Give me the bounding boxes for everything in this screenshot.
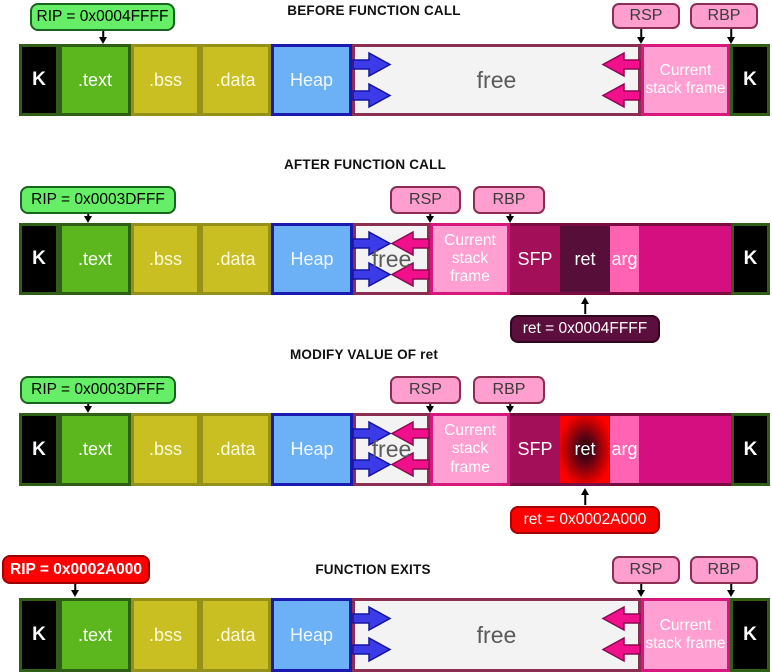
heap-grow-arrow-icon bbox=[352, 636, 392, 663]
segment-arg: arg bbox=[610, 413, 639, 486]
rbp-pointer-arrow bbox=[725, 29, 737, 44]
rsp-label: RSP bbox=[612, 3, 680, 29]
stack-grow-arrow-icon bbox=[390, 261, 430, 288]
segment-data: .data bbox=[200, 598, 271, 672]
memory-bar-exit: K .text .bss .data Heap free Current sta… bbox=[19, 598, 770, 672]
heap-grow-arrow-icon bbox=[352, 261, 392, 288]
segment-sfp: SFP bbox=[510, 223, 560, 295]
rbp-label: RBP bbox=[690, 556, 758, 584]
section-title-function-exits: FUNCTION EXITS bbox=[315, 562, 431, 577]
segment-kernel-left: K bbox=[19, 44, 59, 116]
segment-stack-frame: Current stack frame bbox=[641, 44, 730, 116]
segment-bss: .bss bbox=[131, 598, 200, 672]
segment-stack-frame: Current stack frame bbox=[641, 598, 730, 672]
segment-data: .data bbox=[200, 44, 271, 116]
segment-data: .data bbox=[200, 413, 271, 486]
heap-grow-arrow-icon bbox=[352, 51, 392, 78]
segment-text: .text bbox=[59, 413, 131, 486]
stack-grow-arrow-icon bbox=[390, 451, 430, 478]
rbp-pointer-arrow bbox=[725, 584, 737, 597]
section-title-modify-ret: MODIFY VALUE OF ret bbox=[289, 347, 439, 362]
segment-stack-frame: Current stack frame bbox=[430, 223, 510, 295]
segment-sfp: SFP bbox=[510, 413, 560, 486]
heap-grow-arrow-icon bbox=[352, 420, 392, 447]
rsp-pointer-arrow bbox=[635, 584, 647, 597]
segment-text: .text bbox=[59, 44, 131, 116]
stack-grow-arrow-icon bbox=[601, 605, 641, 632]
ret-pointer-arrow bbox=[579, 488, 591, 505]
rip-value-label: RIP = 0x0004FFFF bbox=[30, 3, 175, 31]
segment-prev-frame bbox=[639, 223, 731, 295]
segment-heap: Heap bbox=[271, 223, 353, 295]
rip-pointer-arrow bbox=[82, 404, 94, 413]
segment-ret: ret bbox=[560, 223, 610, 295]
rbp-label: RBP bbox=[473, 376, 545, 404]
ret-pointer-arrow bbox=[579, 297, 591, 314]
heap-grow-arrow-icon bbox=[352, 82, 392, 109]
rip-value-label: RIP = 0x0003DFFF bbox=[20, 376, 176, 404]
segment-free: free bbox=[353, 413, 430, 486]
segment-kernel-right: K bbox=[731, 223, 770, 295]
segment-ret-modified: ret bbox=[560, 413, 610, 486]
stack-grow-arrow-icon bbox=[601, 51, 641, 78]
ret-value-label: ret = 0x0004FFFF bbox=[510, 315, 660, 343]
rsp-label: RSP bbox=[390, 186, 461, 214]
segment-kernel-right: K bbox=[730, 44, 770, 116]
section-title-after-call: AFTER FUNCTION CALL bbox=[283, 157, 447, 172]
segment-kernel-right: K bbox=[731, 413, 770, 486]
stack-grow-arrow-icon bbox=[601, 636, 641, 663]
rip-value-label-hijacked: RIP = 0x0002A000 bbox=[2, 555, 150, 584]
rbp-pointer-arrow bbox=[504, 214, 516, 223]
rsp-label: RSP bbox=[612, 556, 680, 584]
segment-kernel-left: K bbox=[19, 223, 59, 295]
segment-free: free bbox=[352, 598, 641, 672]
rsp-pointer-arrow bbox=[424, 404, 436, 413]
segment-heap: Heap bbox=[271, 598, 352, 672]
segment-heap: Heap bbox=[271, 44, 352, 116]
segment-stack-frame: Current stack frame bbox=[430, 413, 510, 486]
stack-grow-arrow-icon bbox=[390, 420, 430, 447]
rbp-label: RBP bbox=[690, 3, 758, 29]
heap-grow-arrow-icon bbox=[352, 451, 392, 478]
heap-grow-arrow-icon bbox=[352, 605, 392, 632]
memory-bar-modified: K .text .bss .data Heap free Current sta… bbox=[19, 413, 770, 486]
segment-prev-frame bbox=[639, 413, 731, 486]
segment-free: free bbox=[353, 223, 430, 295]
segment-kernel-left: K bbox=[19, 413, 59, 486]
rip-pointer-arrow bbox=[69, 584, 81, 597]
rsp-pointer-arrow bbox=[635, 29, 647, 44]
segment-data: .data bbox=[200, 223, 271, 295]
rip-pointer-arrow bbox=[82, 214, 94, 223]
ret-value-label: ret = 0x0002A000 bbox=[510, 506, 660, 534]
stack-grow-arrow-icon bbox=[601, 82, 641, 109]
heap-grow-arrow-icon bbox=[352, 230, 392, 257]
rsp-pointer-arrow bbox=[424, 214, 436, 223]
segment-text: .text bbox=[59, 598, 131, 672]
stack-grow-arrow-icon bbox=[390, 230, 430, 257]
section-title-before-call: BEFORE FUNCTION CALL bbox=[287, 3, 461, 18]
segment-free: free bbox=[352, 44, 641, 116]
segment-kernel-left: K bbox=[19, 598, 59, 672]
segment-heap: Heap bbox=[271, 413, 353, 486]
rbp-label: RBP bbox=[473, 186, 545, 214]
rip-value-label: RIP = 0x0003DFFF bbox=[20, 186, 176, 214]
memory-bar-after: K .text .bss .data Heap free Current sta… bbox=[19, 223, 770, 295]
segment-text: .text bbox=[59, 223, 131, 295]
rbp-pointer-arrow bbox=[504, 404, 516, 413]
segment-bss: .bss bbox=[131, 44, 200, 116]
segment-kernel-right: K bbox=[730, 598, 770, 672]
segment-arg: arg bbox=[610, 223, 639, 295]
rip-pointer-arrow bbox=[97, 31, 109, 44]
segment-bss: .bss bbox=[131, 223, 200, 295]
memory-bar-before: K .text .bss .data Heap free Current sta… bbox=[19, 44, 770, 116]
segment-bss: .bss bbox=[131, 413, 200, 486]
rsp-label: RSP bbox=[390, 376, 461, 404]
